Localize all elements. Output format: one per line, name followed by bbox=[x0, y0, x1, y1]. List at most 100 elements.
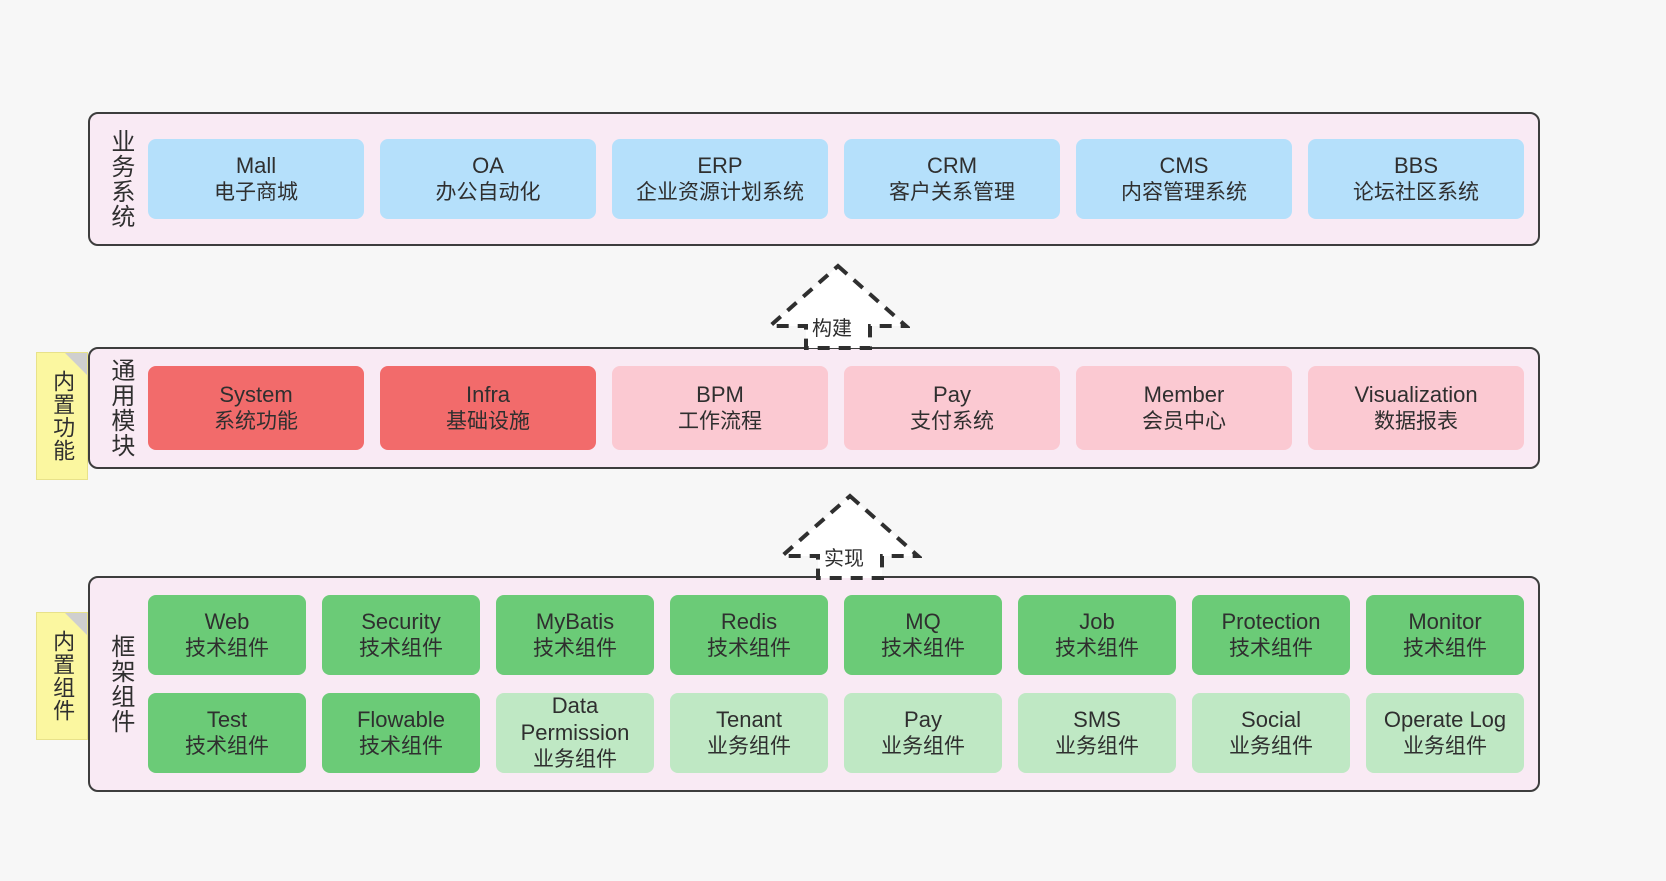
box-erp[interactable]: ERP 企业资源计划系统 bbox=[612, 139, 828, 219]
box-redis[interactable]: Redis 技术组件 bbox=[670, 595, 828, 675]
box-subtitle: 技术组件 bbox=[707, 636, 791, 660]
layer-title-common-modules: 通用模块 bbox=[106, 358, 134, 458]
box-title: BBS bbox=[1393, 152, 1439, 178]
box-subtitle: 内容管理系统 bbox=[1121, 180, 1247, 204]
box-subtitle: 业务组件 bbox=[1403, 734, 1487, 758]
layer-business-systems: 业务系统 Mall 电子商城 OA 办公自动化 ERP 企业资源计划系统 CRM… bbox=[88, 112, 1540, 246]
layer-title-business-systems: 业务系统 bbox=[106, 129, 134, 229]
box-title: Data Permission bbox=[520, 693, 630, 746]
implement-arrow-label: 实现 bbox=[824, 548, 864, 570]
box-subtitle: 办公自动化 bbox=[435, 180, 541, 204]
box-subtitle: 支付系统 bbox=[910, 409, 994, 433]
box-flowable[interactable]: Flowable 技术组件 bbox=[322, 693, 480, 773]
box-bbs[interactable]: BBS 论坛社区系统 bbox=[1308, 139, 1524, 219]
layer-common-modules: 通用模块 System 系统功能 Infra 基础设施 BPM 工作流程 Pay… bbox=[88, 347, 1540, 469]
layer-title-framework-components: 框架组件 bbox=[106, 634, 134, 734]
box-title: Security bbox=[361, 608, 441, 634]
box-subtitle: 技术组件 bbox=[881, 636, 965, 660]
box-subtitle: 业务组件 bbox=[881, 734, 965, 758]
box-title: SMS bbox=[1073, 706, 1121, 732]
box-title: Pay bbox=[904, 706, 942, 732]
box-subtitle: 技术组件 bbox=[1055, 636, 1139, 660]
box-subtitle: 系统功能 bbox=[214, 409, 298, 433]
box-title: Web bbox=[204, 608, 250, 634]
box-subtitle: 业务组件 bbox=[707, 734, 791, 758]
box-tenant[interactable]: Tenant 业务组件 bbox=[670, 693, 828, 773]
box-subtitle: 论坛社区系统 bbox=[1353, 180, 1479, 204]
box-mq[interactable]: MQ 技术组件 bbox=[844, 595, 1002, 675]
box-title: Social bbox=[1241, 706, 1301, 732]
box-subtitle: 技术组件 bbox=[185, 734, 269, 758]
box-subtitle: 技术组件 bbox=[185, 636, 269, 660]
box-subtitle: 技术组件 bbox=[359, 734, 443, 758]
box-title: Job bbox=[1079, 608, 1115, 634]
box-title: OA bbox=[472, 152, 504, 178]
note-fold-corner bbox=[65, 353, 87, 375]
box-title: Operate Log bbox=[1383, 706, 1507, 732]
box-member[interactable]: Member 会员中心 bbox=[1076, 366, 1292, 450]
box-subtitle: 会员中心 bbox=[1142, 409, 1226, 433]
box-title: CRM bbox=[926, 152, 978, 178]
box-title: Test bbox=[206, 706, 248, 732]
box-subtitle: 企业资源计划系统 bbox=[636, 180, 804, 204]
box-pay[interactable]: Pay 支付系统 bbox=[844, 366, 1060, 450]
box-pay-component[interactable]: Pay 业务组件 bbox=[844, 693, 1002, 773]
box-title: Pay bbox=[933, 381, 971, 407]
box-row: System 系统功能 Infra 基础设施 BPM 工作流程 Pay 支付系统… bbox=[148, 366, 1524, 450]
box-title: Visualization bbox=[1354, 381, 1478, 407]
build-arrow: 构建 bbox=[766, 262, 910, 350]
layer-body-common-modules: System 系统功能 Infra 基础设施 BPM 工作流程 Pay 支付系统… bbox=[140, 349, 1538, 467]
box-protection[interactable]: Protection 技术组件 bbox=[1192, 595, 1350, 675]
box-subtitle: 基础设施 bbox=[446, 409, 530, 433]
box-title: Mall bbox=[235, 152, 277, 178]
box-cms[interactable]: CMS 内容管理系统 bbox=[1076, 139, 1292, 219]
box-security[interactable]: Security 技术组件 bbox=[322, 595, 480, 675]
box-operate-log[interactable]: Operate Log 业务组件 bbox=[1366, 693, 1524, 773]
layer-framework-components: 框架组件 Web 技术组件 Security 技术组件 MyBatis 技术组件… bbox=[88, 576, 1540, 792]
note-built-in-features: 内置功能 bbox=[36, 352, 88, 480]
box-job[interactable]: Job 技术组件 bbox=[1018, 595, 1176, 675]
box-title: Infra bbox=[465, 381, 511, 407]
box-web[interactable]: Web 技术组件 bbox=[148, 595, 306, 675]
box-sms[interactable]: SMS 业务组件 bbox=[1018, 693, 1176, 773]
box-subtitle: 客户关系管理 bbox=[889, 180, 1015, 204]
layer-body-business-systems: Mall 电子商城 OA 办公自动化 ERP 企业资源计划系统 CRM 客户关系… bbox=[140, 114, 1538, 244]
box-test[interactable]: Test 技术组件 bbox=[148, 693, 306, 773]
box-title: Tenant bbox=[715, 706, 783, 732]
box-subtitle: 电子商城 bbox=[214, 180, 298, 204]
box-infra[interactable]: Infra 基础设施 bbox=[380, 366, 596, 450]
box-subtitle: 技术组件 bbox=[1403, 636, 1487, 660]
implement-arrow: 实现 bbox=[778, 492, 922, 580]
box-row: Test 技术组件 Flowable 技术组件 Data Permission … bbox=[148, 693, 1524, 773]
box-social[interactable]: Social 业务组件 bbox=[1192, 693, 1350, 773]
box-title: BPM bbox=[696, 381, 744, 407]
box-subtitle: 技术组件 bbox=[533, 636, 617, 660]
box-monitor[interactable]: Monitor 技术组件 bbox=[1366, 595, 1524, 675]
note-built-in-components: 内置组件 bbox=[36, 612, 88, 740]
box-subtitle: 工作流程 bbox=[678, 409, 762, 433]
box-title: ERP bbox=[697, 152, 743, 178]
box-bpm[interactable]: BPM 工作流程 bbox=[612, 366, 828, 450]
box-title: System bbox=[219, 381, 293, 407]
box-system[interactable]: System 系统功能 bbox=[148, 366, 364, 450]
note-label: 内置组件 bbox=[50, 630, 76, 722]
box-title: Flowable bbox=[356, 706, 446, 732]
box-mybatis[interactable]: MyBatis 技术组件 bbox=[496, 595, 654, 675]
box-title: Member bbox=[1143, 381, 1225, 407]
box-row: Mall 电子商城 OA 办公自动化 ERP 企业资源计划系统 CRM 客户关系… bbox=[148, 139, 1524, 219]
box-oa[interactable]: OA 办公自动化 bbox=[380, 139, 596, 219]
box-subtitle: 业务组件 bbox=[1229, 734, 1313, 758]
box-title: MQ bbox=[905, 608, 941, 634]
box-mall[interactable]: Mall 电子商城 bbox=[148, 139, 364, 219]
box-row: Web 技术组件 Security 技术组件 MyBatis 技术组件 Redi… bbox=[148, 595, 1524, 675]
box-crm[interactable]: CRM 客户关系管理 bbox=[844, 139, 1060, 219]
box-subtitle: 业务组件 bbox=[533, 748, 617, 772]
box-title: CMS bbox=[1159, 152, 1209, 178]
box-subtitle: 业务组件 bbox=[1055, 734, 1139, 758]
layer-body-framework-components: Web 技术组件 Security 技术组件 MyBatis 技术组件 Redi… bbox=[140, 578, 1538, 790]
box-data-permission[interactable]: Data Permission 业务组件 bbox=[496, 693, 654, 773]
box-subtitle: 技术组件 bbox=[1229, 636, 1313, 660]
box-subtitle: 技术组件 bbox=[359, 636, 443, 660]
box-visualization[interactable]: Visualization 数据报表 bbox=[1308, 366, 1524, 450]
